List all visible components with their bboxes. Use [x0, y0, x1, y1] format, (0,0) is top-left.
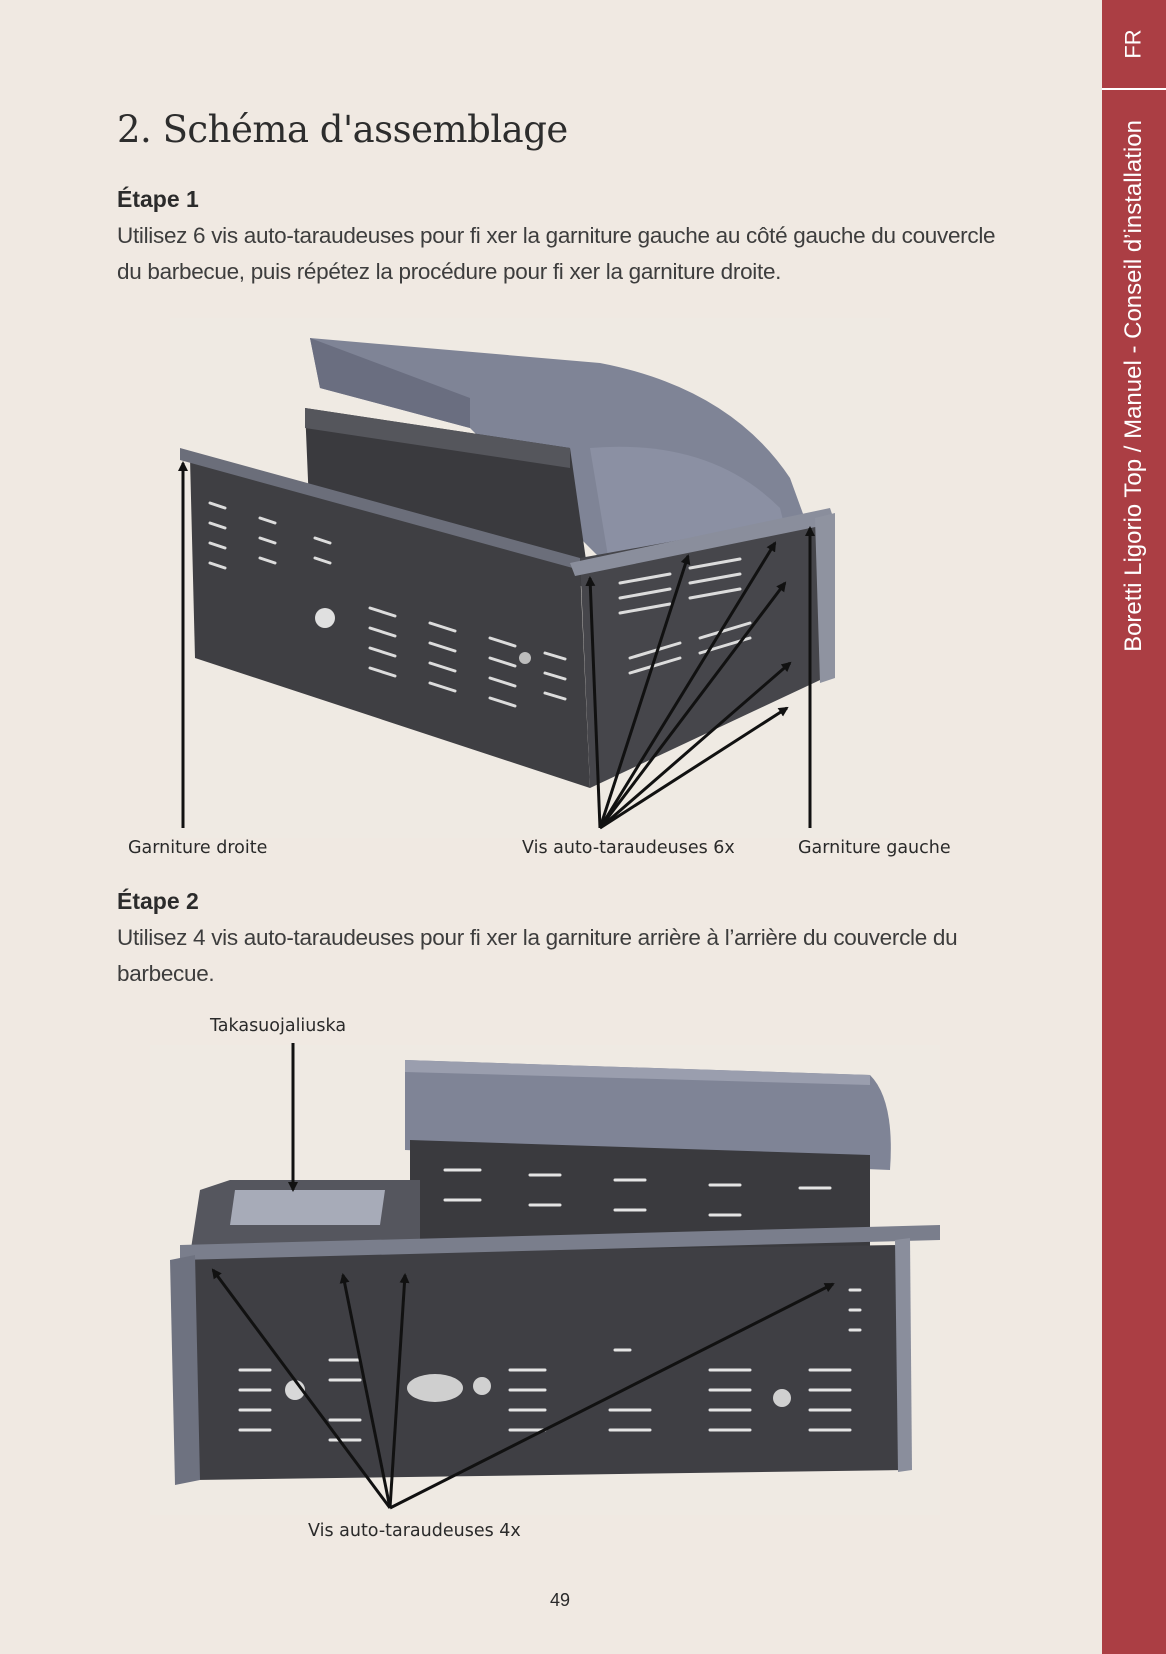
arrows [178, 461, 815, 830]
sidebar-document-title: Boretti Ligorio Top / Manuel - Conseil d… [1120, 120, 1147, 652]
caption-screws-6x: Vis auto-taraudeuses 6x [522, 838, 735, 858]
step-1-illustration [170, 318, 890, 838]
caption-screws-4x: Vis auto-taraudeuses 4x [308, 1521, 521, 1541]
arrows [211, 1043, 835, 1510]
arrow-screw-4 [598, 581, 787, 829]
step-2-heading: Étape 2 [117, 888, 199, 914]
arrow-screw-1 [585, 576, 602, 829]
step-1-heading: Étape 1 [117, 186, 199, 212]
sidebar-divider [1102, 88, 1166, 90]
caption-back-trim: Takasuojaliuska [210, 1016, 347, 1036]
control-window [407, 1374, 463, 1402]
knob-hole [473, 1377, 491, 1395]
vent-slots [238, 1168, 862, 1442]
caption-left-trim: Garniture gauche [798, 838, 951, 858]
page-title: 2. Schéma d'assemblage [117, 108, 568, 151]
side-table [190, 1180, 420, 1255]
grill-hood [405, 1060, 891, 1170]
arrow-screw-3 [388, 1273, 410, 1509]
arrow-screw-4 [389, 1282, 835, 1510]
gas-inlet [315, 608, 335, 628]
language-label: FR [1120, 29, 1146, 59]
arrow-screw-2 [339, 1273, 392, 1509]
arrow-screw-2 [598, 554, 691, 829]
step-2-illustration [150, 1043, 940, 1515]
vent-slots [208, 501, 752, 708]
caption-right-trim: Garniture droite [128, 838, 268, 858]
arrow-screw-5 [599, 661, 792, 830]
front-panel [170, 1225, 940, 1485]
knob-hole-right [773, 1389, 791, 1407]
knob-hole [519, 652, 531, 664]
sidebar: FR Boretti Ligorio Top / Manuel - Consei… [1102, 0, 1166, 1654]
language-tab: FR [1102, 0, 1166, 88]
arrow-screw-1 [211, 1268, 392, 1509]
step-2-text: Utilisez 4 vis auto-taraudeuses pour fi … [117, 925, 958, 986]
arrow-screw-3 [598, 541, 777, 829]
step-1-text: Utilisez 6 vis auto-taraudeuses pour fi … [117, 223, 996, 284]
arrow-screw-6 [599, 706, 789, 830]
page-number: 49 [550, 1590, 571, 1610]
left-side-panel [180, 448, 590, 788]
